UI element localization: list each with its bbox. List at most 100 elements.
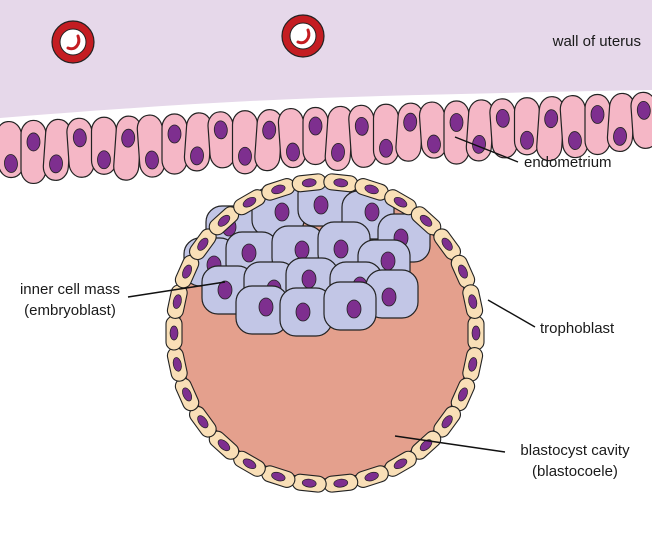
trophoblast-cell	[410, 206, 442, 236]
nucleus	[441, 415, 453, 429]
endometrium-cell	[348, 104, 377, 168]
nucleus	[190, 146, 204, 166]
endometrium-cell	[489, 98, 518, 159]
endometrium-cells	[0, 91, 652, 185]
nucleus	[544, 109, 559, 129]
nucleus	[271, 184, 286, 195]
nucleus	[172, 357, 182, 372]
icm-leader	[127, 281, 226, 298]
nucleus	[197, 237, 209, 251]
nucleus	[636, 100, 651, 120]
nucleus	[379, 138, 393, 158]
nucleus	[145, 150, 159, 170]
trophoblast-cell	[291, 473, 327, 493]
icm-cell	[365, 269, 419, 319]
endometrium-cell	[161, 113, 188, 175]
trophoblast-cell	[354, 178, 389, 201]
nucleus	[346, 299, 362, 319]
nucleus	[217, 439, 231, 452]
cell-body	[207, 111, 236, 169]
endometrium-cell	[231, 110, 259, 175]
nucleus	[568, 131, 582, 150]
nucleus	[213, 120, 228, 140]
nucleus	[468, 357, 478, 372]
nucleus	[449, 113, 464, 132]
endometrium-cell	[443, 100, 470, 165]
label-blastocyst-cavity: blastocyst cavity	[520, 442, 630, 459]
trophoblast-cell	[261, 465, 296, 488]
nucleus	[331, 142, 345, 162]
nucleus	[258, 297, 274, 317]
nucleus	[495, 108, 510, 128]
nucleus	[271, 471, 286, 482]
nucleus	[354, 116, 369, 136]
nucleus	[274, 202, 290, 222]
trophoblast-cell	[291, 173, 327, 193]
endometrium-cell	[90, 116, 118, 175]
trophoblast-cell	[166, 284, 188, 319]
trophoblast-cell	[462, 284, 484, 319]
label-embryoblast: (embryoblast)	[24, 302, 116, 319]
nucleus	[241, 243, 257, 263]
trophoblast-cell	[165, 315, 183, 351]
nucleus	[172, 294, 182, 309]
endometrium-cell	[20, 119, 47, 185]
nucleus	[471, 325, 481, 341]
label-blastocoele: (blastocoele)	[532, 463, 618, 480]
nucleus	[308, 116, 323, 136]
endometrium-cell	[324, 105, 354, 171]
nucleus	[4, 154, 18, 173]
blood-cell	[296, 28, 311, 45]
nucleus	[301, 478, 317, 488]
nucleus	[590, 105, 605, 124]
nucleus	[97, 150, 111, 170]
nucleus	[301, 269, 317, 289]
trophoblast-leader	[487, 299, 536, 328]
endometrium-cell	[277, 107, 307, 169]
trophoblast-cell	[233, 450, 266, 477]
endometrium-cell	[207, 111, 236, 169]
nucleus	[364, 184, 379, 195]
endometrium-cell	[302, 106, 329, 166]
nucleus	[121, 128, 136, 148]
icm-cell	[235, 285, 289, 335]
nucleus	[427, 134, 441, 154]
nucleus	[295, 302, 311, 322]
label-inner-cell-mass: inner cell mass	[20, 281, 120, 298]
nucleus	[301, 178, 317, 188]
nucleus	[26, 132, 41, 152]
nucleus	[457, 264, 468, 279]
blood-vessel	[281, 14, 325, 58]
nucleus	[364, 471, 379, 482]
nucleus	[381, 287, 397, 307]
nucleus	[217, 280, 233, 300]
cell-body	[584, 93, 611, 156]
nucleus	[364, 202, 380, 222]
nucleus	[313, 195, 329, 215]
nucleus	[333, 478, 349, 488]
label-wall-of-uterus: wall of uterus	[552, 33, 641, 50]
endometrium-cell	[372, 103, 400, 165]
nucleus	[393, 196, 408, 208]
cell-body	[348, 104, 377, 168]
nucleus	[468, 294, 478, 309]
cell-body	[20, 119, 47, 185]
nucleus	[419, 439, 433, 452]
nucleus	[242, 458, 257, 470]
nucleus	[403, 112, 418, 132]
nucleus	[217, 214, 231, 227]
endometrium-cell	[606, 92, 636, 153]
endometrium-cell	[559, 95, 589, 159]
nucleus	[169, 325, 179, 341]
trophoblast-cell	[323, 473, 359, 493]
nucleus	[182, 264, 193, 279]
endometrium-cell	[465, 99, 495, 162]
label-trophoblast: trophoblast	[540, 320, 615, 337]
nucleus	[419, 214, 433, 227]
endometrium-cell	[536, 96, 565, 162]
endometrium-leader	[454, 136, 519, 163]
trophoblast-cell	[467, 315, 485, 351]
icm-cell	[323, 281, 377, 331]
nucleus	[167, 124, 182, 144]
